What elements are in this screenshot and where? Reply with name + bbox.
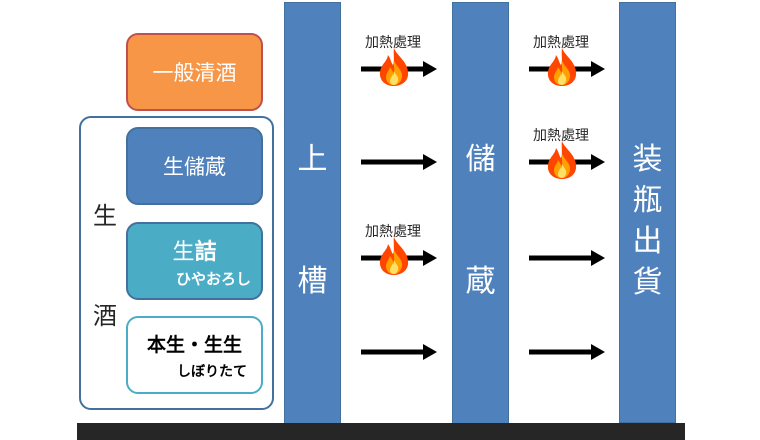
namazume-char-2: 詰 — [194, 239, 217, 265]
joso-char-2: 槽 — [297, 264, 328, 299]
flame-icon — [547, 48, 577, 86]
bottom-bar — [77, 423, 685, 440]
type-label-namachozo: 生儲蔵 — [163, 155, 226, 179]
shukka-char-2: 瓶 — [632, 183, 663, 218]
namazake-group-frame — [79, 116, 274, 410]
flame-icon — [547, 141, 577, 179]
chozo-char-2: 蔵 — [465, 264, 496, 299]
process-column-shukka: 装 瓶 出 貨 — [619, 2, 676, 423]
shukka-char-3: 出 — [632, 224, 663, 259]
type-label-honnama: 本生・生生 — [146, 333, 242, 356]
type-label-namazume: 生詰 — [172, 234, 216, 266]
namazake-group-char-1: 生 — [93, 202, 117, 230]
process-column-chozo: 儲 蔵 — [452, 2, 509, 440]
flow-arrow-namazume-stage2 — [529, 250, 605, 266]
heat-label-namazume-stage1: 加熱處理 — [365, 224, 421, 240]
heat-label-ippan-stage2: 加熱處理 — [533, 35, 589, 51]
shukka-char-4: 貨 — [632, 265, 663, 300]
joso-char-1: 上 — [297, 142, 328, 177]
type-box-honnama: 本生・生生 しぼりたて — [126, 316, 263, 394]
process-column-joso: 上 槽 — [284, 2, 341, 440]
type-sublabel-hiyaoroshi: ひやおろし — [175, 269, 251, 288]
flame-icon — [379, 48, 409, 86]
chozo-char-1: 儲 — [465, 142, 496, 177]
namazume-char-1: 生 — [172, 239, 195, 265]
flow-arrow-chozo-stage1 — [361, 154, 437, 170]
type-box-ippan-seishu: 一般清酒 — [126, 33, 263, 111]
type-label-ippan: 一般清酒 — [152, 61, 237, 85]
namazake-group-char-2: 酒 — [93, 302, 117, 330]
flow-arrow-honnama-stage1 — [361, 344, 437, 360]
type-box-namachozo: 生儲蔵 — [126, 127, 263, 205]
heat-label-ippan-stage1: 加熱處理 — [365, 35, 421, 51]
flame-icon — [379, 237, 409, 275]
type-box-namazume: 生詰 ひやおろし — [126, 222, 263, 300]
heat-label-chozo-stage2: 加熱處理 — [533, 128, 589, 144]
type-sublabel-shiboritate: しぼりたて — [177, 363, 247, 380]
flow-arrow-honnama-stage2 — [529, 344, 605, 360]
shukka-char-1: 装 — [632, 142, 663, 177]
